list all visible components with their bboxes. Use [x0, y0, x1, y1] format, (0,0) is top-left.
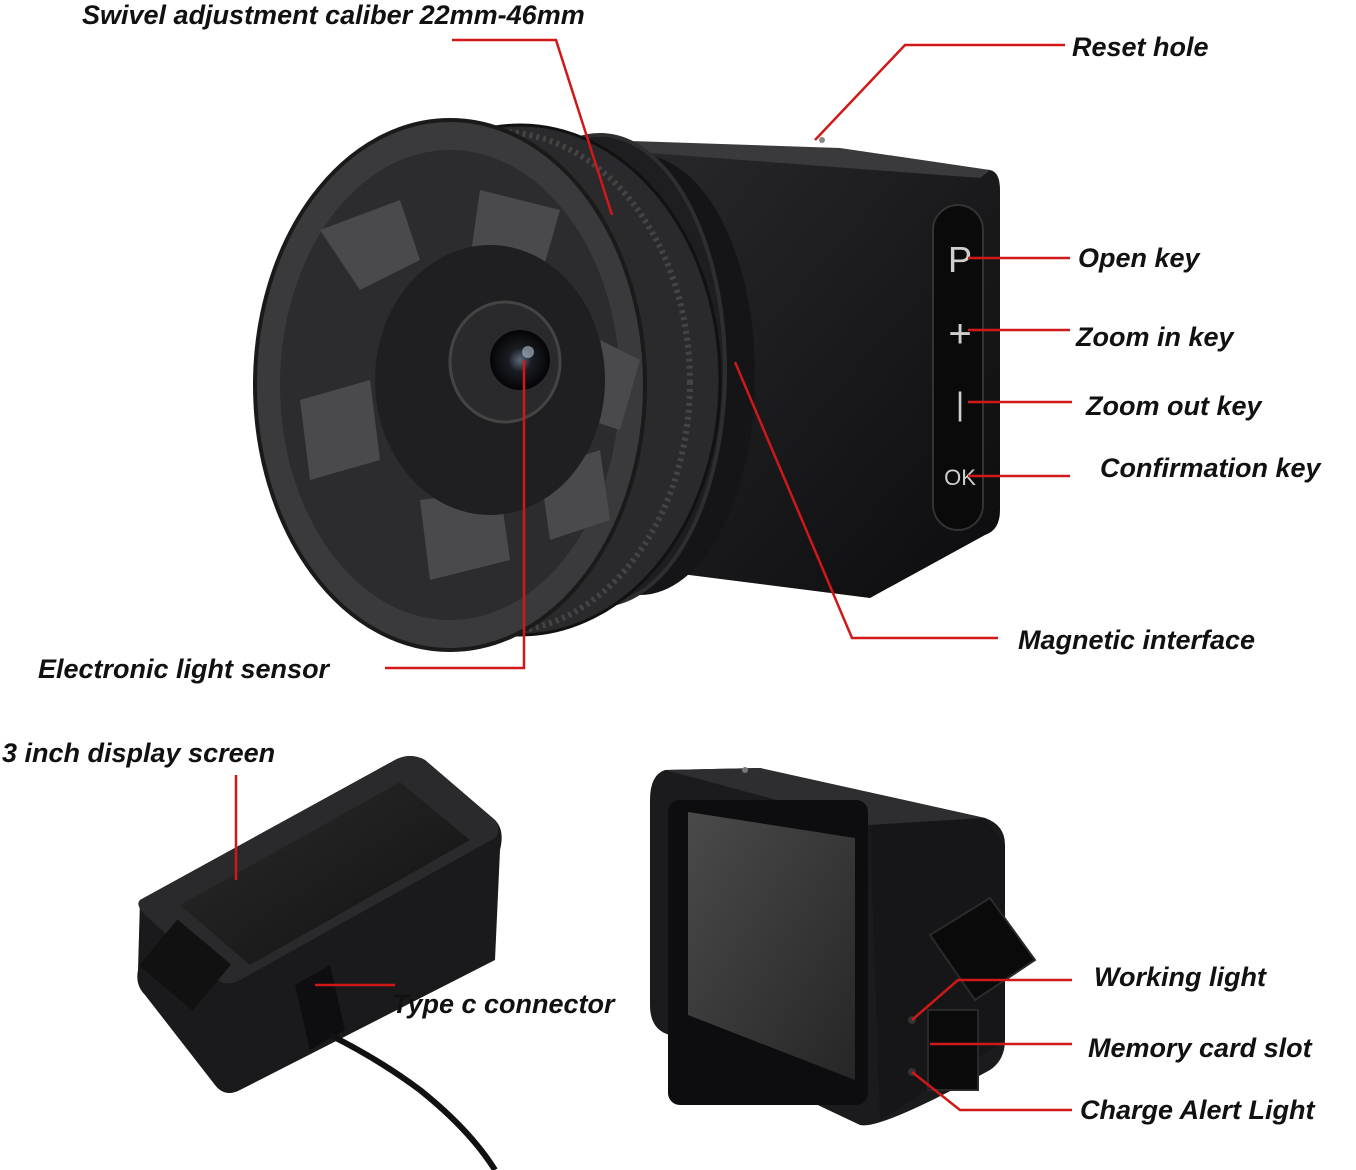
label-swivel: Swivel adjustment caliber 22mm-46mm: [82, 0, 585, 30]
leader-reset-hole: [814, 43, 1065, 141]
label-light-sensor: Electronic light sensor: [38, 654, 330, 684]
label-confirmation-key: Confirmation key: [1100, 453, 1321, 483]
memory-card-slot-cover: [928, 896, 1037, 1002]
label-magnetic-interface: Magnetic interface: [1018, 625, 1256, 655]
button-panel: [932, 204, 984, 531]
label-display-screen: 3 inch display screen: [2, 738, 276, 768]
leader-light-sensor: [385, 360, 526, 670]
confirmation-key-glyph[interactable]: OK: [944, 465, 976, 490]
label-working-light: Working light: [1094, 962, 1266, 992]
label-open-key: Open key: [1078, 243, 1200, 273]
display-device: [137, 756, 502, 1170]
zoom-in-key-glyph[interactable]: +: [948, 312, 971, 356]
label-zoom-in-key: Zoom in key: [1076, 322, 1234, 352]
usb-cable: [328, 1032, 498, 1170]
side-device: [650, 767, 1037, 1126]
leader-swivel: [452, 38, 614, 216]
zoom-out-key-glyph[interactable]: |: [956, 386, 964, 422]
adapter-front: [253, 118, 647, 652]
reset-hole: [819, 137, 825, 143]
label-type-c: Type c connector: [392, 989, 615, 1019]
light-sensor-lens: [490, 330, 550, 390]
side-display-screen: [688, 812, 855, 1080]
leader-magnetic: [733, 361, 998, 640]
label-memory-card-slot: Memory card slot: [1088, 1033, 1312, 1063]
display-screen: [180, 782, 470, 965]
label-zoom-out-key: Zoom out key: [1086, 391, 1262, 421]
leader-charge-alert: [911, 1071, 1072, 1112]
leader-working-light: [911, 978, 1072, 1021]
label-charge-alert-light: Charge Alert Light: [1080, 1095, 1315, 1125]
label-reset-hole: Reset hole: [1072, 32, 1209, 62]
leader-lines: [234, 38, 1072, 1112]
memory-card-slot: [927, 1009, 979, 1091]
open-key-glyph[interactable]: P: [948, 239, 972, 280]
